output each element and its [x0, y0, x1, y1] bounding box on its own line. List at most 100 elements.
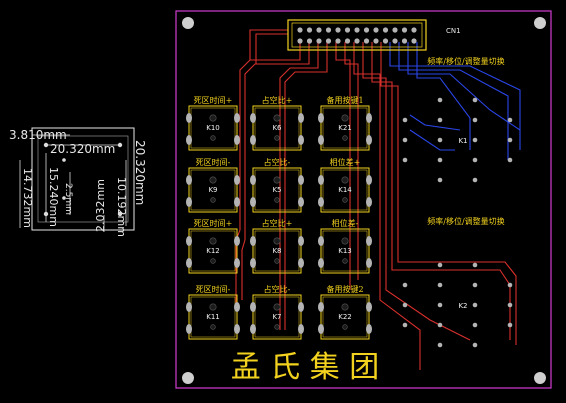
- key-switch-hole: [273, 303, 281, 311]
- key-reference-label: K9: [208, 186, 217, 194]
- dimension-label-vertical: 2.032mm: [94, 179, 107, 232]
- top-copper-trace: [255, 33, 288, 64]
- key-function-label: 相位差-: [332, 218, 359, 228]
- dimension-label-vertical: 10.192mm: [115, 177, 128, 237]
- key-switch-hole: [342, 324, 348, 330]
- footprint-inner-outline: [37, 135, 129, 223]
- key-switch-pad: [298, 324, 304, 334]
- key-switch-pad: [298, 236, 304, 246]
- footprint-pad: [117, 211, 123, 217]
- key-switch-hole: [274, 324, 280, 330]
- encoder-pad: [437, 117, 443, 123]
- key-switch-pad: [234, 324, 240, 334]
- connector-label: CN1: [446, 27, 461, 35]
- connector-pin: [354, 38, 360, 44]
- connector-pin: [392, 38, 398, 44]
- key-switch-hole: [341, 114, 349, 122]
- key-switch-pad: [318, 113, 324, 123]
- encoder-pad: [472, 157, 478, 163]
- key-switch-hole: [342, 197, 348, 203]
- footprint-dimension-drawing: 3.810mm 20.320mm 20.320mm 15.240mm 2.032…: [9, 127, 147, 237]
- key-switch-hole: [273, 176, 281, 184]
- key-switch-pad: [234, 236, 240, 246]
- key-switch-k5: 占空比-K5: [250, 157, 304, 213]
- key-switch-pad: [318, 324, 324, 334]
- key-switch-pad: [186, 135, 192, 145]
- encoder-pad: [472, 322, 478, 328]
- key-function-label: 占空比-: [264, 284, 291, 294]
- mounting-hole: [534, 372, 546, 384]
- key-reference-label: K14: [338, 186, 352, 194]
- top-copper-trace: [344, 42, 359, 280]
- key-function-label: 占空比-: [264, 157, 291, 167]
- connector-pin: [363, 27, 370, 33]
- key-switch-k7: 占空比-K7: [250, 284, 304, 340]
- key-switch-hole: [273, 237, 281, 245]
- key-switch-hole: [342, 258, 348, 264]
- connector-pin: [392, 27, 398, 33]
- key-reference-label: K11: [206, 313, 220, 321]
- encoder-pad: [402, 322, 408, 328]
- key-switch-outline: [188, 294, 238, 340]
- encoder-pad: [437, 157, 443, 163]
- key-switch-inner-outline: [322, 230, 368, 272]
- encoder-pad: [402, 137, 408, 143]
- connector-pin: [306, 27, 313, 33]
- connector-pin: [411, 27, 417, 33]
- key-switch-pad: [250, 236, 256, 246]
- dimension-label-vertical: 15.240mm: [47, 167, 60, 227]
- key-switch-outline: [188, 105, 238, 151]
- key-switch-outline: [188, 228, 238, 274]
- top-copper-trace: [362, 42, 471, 341]
- encoder-pad: [437, 302, 443, 308]
- encoder-pad: [472, 302, 478, 308]
- connector-pin: [382, 38, 389, 44]
- key-switch-pad: [250, 135, 256, 145]
- connector-pin: [344, 38, 351, 44]
- encoder-pad: [402, 302, 408, 308]
- connector-pin: [411, 38, 417, 44]
- key-switch-hole: [210, 324, 216, 330]
- key-switch-inner-outline: [190, 107, 236, 149]
- encoder-pad: [507, 117, 513, 123]
- key-switch-pad: [234, 113, 240, 123]
- encoder-pad: [472, 97, 478, 103]
- key-switch-k8: 占空比+K8: [250, 218, 304, 274]
- board-outline: [175, 10, 552, 389]
- bottom-copper-trace: [416, 42, 471, 150]
- key-switch-inner-outline: [190, 230, 236, 272]
- key-switch-inner-outline: [190, 296, 236, 338]
- connector-pin: [401, 38, 408, 44]
- key-switch-hole: [209, 303, 217, 311]
- encoder-pad: [472, 282, 478, 288]
- key-switch-pad: [186, 175, 192, 185]
- key-switch-hole: [341, 303, 349, 311]
- encoder-pad: [437, 282, 443, 288]
- connector-pin: [354, 27, 360, 33]
- key-switch-k10: 死区时间+K10: [186, 95, 240, 151]
- encoder-pad: [437, 342, 443, 348]
- key-switch-outline: [252, 294, 302, 340]
- top-copper-trace: [241, 239, 246, 300]
- footprint-outline: [31, 127, 135, 231]
- dimension-label-horizontal: 20.320mm: [50, 142, 115, 156]
- key-switch-outline: [188, 167, 238, 213]
- key-switch-k14: 相位差+K14: [318, 157, 372, 213]
- key-function-label: 备用按键2: [326, 284, 363, 294]
- connector-pin: [335, 38, 341, 44]
- key-reference-label: K8: [272, 247, 281, 255]
- key-switch-pad: [298, 197, 304, 207]
- key-switch-hole: [274, 258, 280, 264]
- connector-pin: [306, 38, 313, 44]
- key-switch-k9: 死区时间-K9: [186, 157, 240, 213]
- key-reference-label: K21: [338, 124, 352, 132]
- dimension-label-vertical: 2.5mm: [63, 183, 73, 215]
- key-switch-pad: [234, 258, 240, 268]
- mounting-hole: [182, 17, 194, 29]
- encoder-pad: [472, 117, 478, 123]
- connector-outline: [287, 19, 427, 51]
- key-switch-pad: [250, 324, 256, 334]
